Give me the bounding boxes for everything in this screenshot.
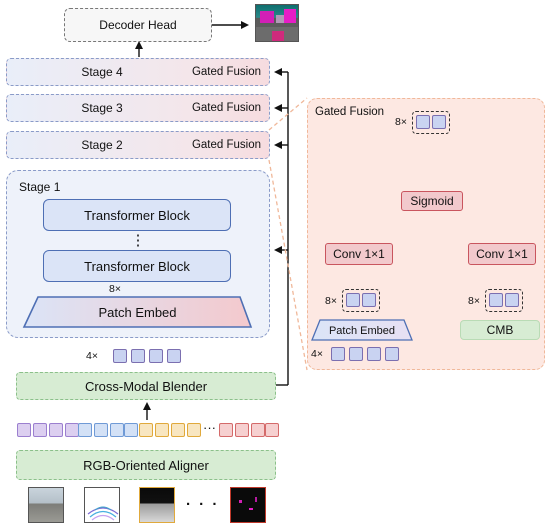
modal-token-blue [94,423,108,437]
modal-token-red [265,423,279,437]
vertical-ellipsis-text: ⋮ [130,232,146,249]
stage-3-label: Stage 3 [81,101,123,115]
sigmoid-box: Sigmoid [401,191,463,211]
lidar-input-image [230,487,266,523]
gf-bottom-token [385,347,399,361]
patch-embed-label: Patch Embed [98,305,177,320]
modality-ellipsis: · · · [186,496,220,513]
gf-bottom-token [349,347,363,361]
modal-token-blue [110,423,124,437]
rgb-oriented-aligner-label: RGB-Oriented Aligner [83,457,209,473]
conv-left-label: Conv 1×1 [333,247,385,261]
gf-output-count: 8× [395,116,407,128]
modal-token-yellow [155,423,169,437]
gf-bottom-count: 4× [311,348,323,360]
modal-token-purple [49,423,63,437]
modal-token-yellow [171,423,185,437]
gf-left-input-token [362,293,376,307]
feature-token [113,349,127,363]
segmentation-output-image [255,4,299,42]
transformer-block-bottom-label: Transformer Block [84,258,190,274]
event-input-image [139,487,175,523]
cross-modal-blender-label: Cross-Modal Blender [84,378,208,394]
gf-right-input-count: 8× [468,295,480,307]
gf-output-token [416,115,430,129]
feature-token [167,349,181,363]
stage-4-bar: Stage 4 Gated Fusion [6,58,270,86]
modal-token-blue [78,423,92,437]
modal-token-red [235,423,249,437]
stage-1-title: Stage 1 [19,180,61,194]
modal-token-blue [124,423,138,437]
gf-right-input-group [485,289,523,312]
conv-right-box: Conv 1×1 [468,243,536,265]
patch-embed-label-box: Patch Embed [24,298,251,327]
modal-token-red [251,423,265,437]
transformer-block-bottom: Transformer Block [43,250,231,282]
rgb-oriented-aligner-box: RGB-Oriented Aligner [16,450,276,480]
gf-right-input-token [489,293,503,307]
gf-right-input-token [505,293,519,307]
modal-token-purple [33,423,47,437]
gf-patch-embed-label: Patch Embed [328,324,396,337]
gated-fusion-title: Gated Fusion [315,106,385,118]
cmb-label: CMB [486,323,514,337]
gf-output-token-group [412,111,450,134]
stage-4-fusion-label: Gated Fusion [191,66,261,78]
stage-2-bar: Stage 2 Gated Fusion [6,131,270,159]
transformer-block-top-label: Transformer Block [84,207,190,223]
modal-token-purple [17,423,31,437]
rgb-input-image [28,487,64,523]
gf-bottom-token [331,347,345,361]
cross-modal-blender-box: Cross-Modal Blender [16,372,276,400]
gf-output-token [432,115,446,129]
gf-bottom-token [367,347,381,361]
depth-input-image [84,487,120,523]
conv-right-label: Conv 1×1 [476,247,528,261]
stage-2-label: Stage 2 [81,138,123,152]
repeat-count-label: 8× [109,283,121,295]
feature-token [149,349,163,363]
sigmoid-label: Sigmoid [410,194,454,208]
modal-token-yellow [187,423,201,437]
decoder-head-box: Decoder Head [64,8,212,42]
decoder-head-label: Decoder Head [99,18,177,32]
stage-3-fusion-label: Gated Fusion [191,102,261,114]
token-ellipsis: ··· [203,420,216,435]
conv-left-box: Conv 1×1 [325,243,393,265]
cmb-box: CMB [460,320,540,340]
modal-token-red [219,423,233,437]
stage-2-fusion-label: Gated Fusion [191,139,261,151]
modal-token-yellow [139,423,153,437]
gf-left-input-count: 8× [325,295,337,307]
vertical-ellipsis: ⋮ [128,230,148,250]
gf-left-input-group [342,289,380,312]
stage-4-label: Stage 4 [81,65,123,79]
feature-token [131,349,145,363]
transformer-block-top: Transformer Block [43,199,231,231]
gf-patch-embed-label-box: Patch Embed [312,321,412,340]
stage-3-bar: Stage 3 Gated Fusion [6,94,270,122]
gf-left-input-token [346,293,360,307]
token-count-label: 4× [86,350,98,362]
